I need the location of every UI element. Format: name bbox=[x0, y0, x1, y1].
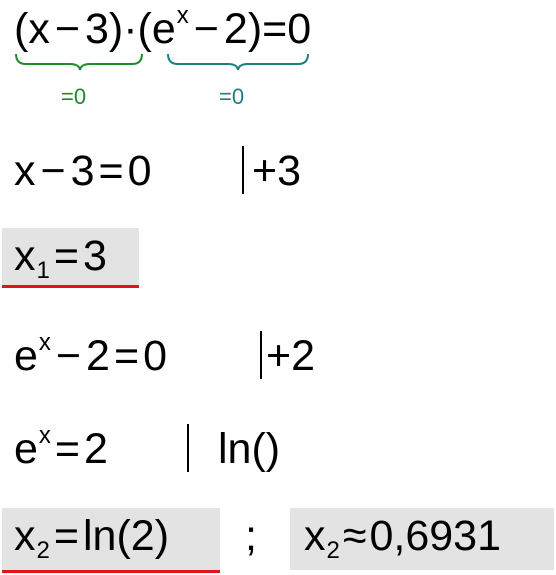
approx-value: 0,6931 bbox=[369, 512, 501, 560]
const-three: 3 bbox=[70, 147, 95, 195]
const-two: 2 bbox=[84, 425, 108, 473]
result-underline bbox=[2, 285, 139, 288]
exponent-x: x bbox=[38, 422, 51, 449]
result-underline bbox=[2, 570, 220, 573]
ln-label: ln bbox=[218, 425, 252, 473]
const-two: 2 bbox=[86, 332, 110, 380]
var-x: x bbox=[14, 232, 36, 280]
base-e: e bbox=[14, 332, 38, 380]
operation-bar bbox=[187, 424, 189, 472]
subscript-1: 1 bbox=[36, 257, 50, 284]
equation-exp-equals: ex=2 bbox=[14, 424, 108, 473]
multiply-dot: · bbox=[123, 5, 138, 53]
underbraces bbox=[15, 53, 309, 71]
operation-bar bbox=[242, 146, 244, 194]
const-zero: 0 bbox=[287, 5, 312, 53]
const-two: 2 bbox=[223, 5, 248, 53]
exponent-x: x bbox=[176, 2, 189, 29]
base-e: e bbox=[14, 425, 38, 473]
equation-exponential: ex−2=0 bbox=[14, 331, 168, 380]
equals-sign: = bbox=[54, 425, 81, 473]
var-x: x bbox=[14, 147, 36, 195]
close-paren: ) bbox=[154, 512, 170, 560]
approx-highlight bbox=[290, 508, 554, 570]
approx-sign: ≈ bbox=[342, 512, 367, 560]
equals-sign: = bbox=[98, 147, 124, 195]
minus-sign: − bbox=[40, 147, 66, 195]
value-three: 3 bbox=[82, 232, 107, 280]
separator-semicolon: ; bbox=[245, 512, 257, 560]
brace-label-left: =0 bbox=[61, 84, 87, 109]
const-zero: 0 bbox=[143, 332, 168, 380]
equals-sign: = bbox=[262, 5, 288, 53]
operation-bar bbox=[260, 331, 262, 379]
result-highlight bbox=[2, 508, 220, 570]
var-x: x bbox=[14, 512, 36, 560]
result-x2: x2=ln(2) bbox=[14, 512, 170, 563]
brace-label-right: =0 bbox=[219, 84, 245, 109]
equals-sign: = bbox=[113, 332, 140, 380]
const-three: 3 bbox=[84, 5, 109, 53]
open-paren: ( bbox=[116, 512, 131, 560]
underbrace-left bbox=[15, 53, 143, 71]
ln-argument: 2 bbox=[130, 512, 155, 560]
result-x1: x1=3 bbox=[14, 232, 107, 283]
equation-factored: (x−3)·(ex−2)=0 bbox=[14, 2, 312, 53]
base-e: e bbox=[151, 5, 176, 53]
var-x: x bbox=[28, 5, 50, 53]
underbrace-right bbox=[167, 53, 309, 71]
minus-sign: − bbox=[193, 5, 219, 53]
exponent-x: x bbox=[38, 329, 51, 356]
var-x: x bbox=[304, 512, 326, 560]
result-highlight bbox=[2, 228, 139, 286]
minus-sign: − bbox=[55, 332, 82, 380]
operation-ln: ln() bbox=[218, 428, 280, 471]
equals-sign: = bbox=[53, 512, 79, 560]
equals-sign: = bbox=[53, 232, 79, 280]
empty-parens: () bbox=[251, 425, 281, 473]
const-zero: 0 bbox=[127, 147, 152, 195]
operation-add-three: +3 bbox=[252, 147, 302, 195]
operation-add-two: +2 bbox=[266, 332, 316, 380]
minus-sign: − bbox=[54, 5, 80, 53]
equation-linear: x−3=0 bbox=[14, 150, 152, 193]
subscript-2: 2 bbox=[36, 537, 50, 564]
subscript-2: 2 bbox=[326, 537, 340, 564]
ln-label: ln bbox=[82, 512, 117, 560]
approx-x2: x2≈0,6931 bbox=[304, 512, 501, 563]
